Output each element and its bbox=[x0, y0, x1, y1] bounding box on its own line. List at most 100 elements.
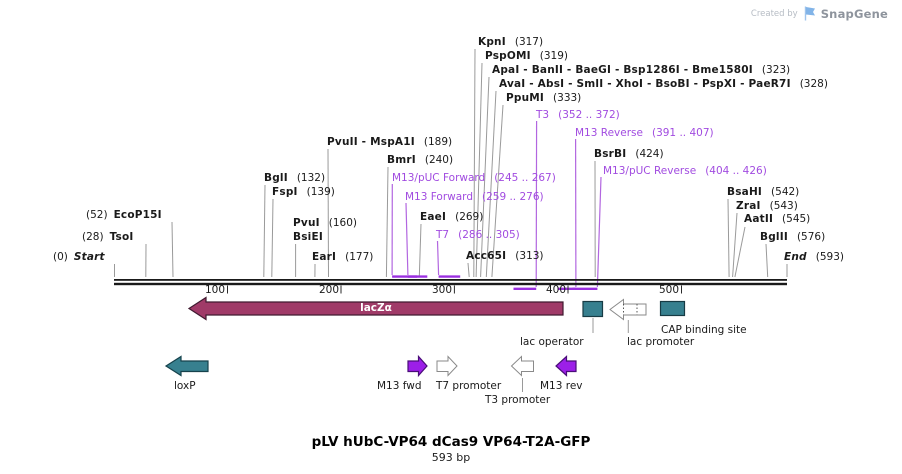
primer-label-m13puc-forward: M13/pUC Forward(245 .. 267) bbox=[392, 172, 556, 184]
map-start-label: (0) Start bbox=[53, 251, 105, 263]
t7-promoter-label: T7 promoter bbox=[436, 380, 502, 392]
loxp-label: loxP bbox=[174, 380, 196, 392]
site-label-ppumi: PpuMI(333) bbox=[506, 92, 581, 104]
enzyme-name: BsaHI bbox=[727, 186, 763, 198]
enzyme-leader-lines bbox=[114, 48, 788, 278]
plasmid-title: pLV hUbC-VP64 dCas9 VP64-T2A-GFP bbox=[311, 434, 591, 450]
enzyme-pos: (177) bbox=[345, 251, 374, 263]
end-name: End bbox=[784, 251, 807, 263]
site-label-tsoi: (28) TsoI bbox=[82, 231, 134, 243]
enzyme-name: EaeI bbox=[420, 211, 447, 223]
enzyme-pos: (328) bbox=[799, 78, 828, 90]
enzyme-pos: (132) bbox=[296, 172, 326, 184]
site-label-pvui: PvuI (160) bbox=[293, 217, 357, 229]
site-label-eari: EarI (177) bbox=[312, 251, 373, 263]
enzyme-name: BmrI bbox=[387, 154, 416, 166]
leader-line bbox=[732, 212, 738, 278]
sequence-ruler bbox=[114, 279, 787, 294]
site-label-bgli: BglI (132) bbox=[264, 172, 325, 184]
site-label-bglii: BglII (576) bbox=[760, 231, 825, 243]
t3-promoter-label: T3 promoter bbox=[485, 394, 551, 406]
enzyme-name: EcoP15I bbox=[113, 209, 162, 221]
leader-line bbox=[485, 90, 497, 278]
site-label-zrai: ZraI (543) bbox=[736, 200, 798, 212]
enzyme-name: TsoI bbox=[109, 231, 134, 243]
enzyme-pos: (545) bbox=[782, 213, 811, 225]
leader-line bbox=[480, 76, 490, 278]
ruler-number-200: 200 bbox=[318, 284, 339, 296]
enzyme-pos: (189) bbox=[423, 136, 453, 148]
enzyme-pos: (542) bbox=[771, 186, 800, 198]
leader-line bbox=[467, 262, 470, 278]
enzyme-name: PvuII - MspA1I bbox=[327, 136, 415, 148]
leader-line bbox=[475, 62, 483, 278]
enzyme-pos: (424) bbox=[635, 148, 664, 160]
primer-range: (391 .. 407) bbox=[651, 127, 714, 139]
lac-promoter-arrow bbox=[609, 298, 647, 321]
enzyme-pos: (52) bbox=[86, 209, 108, 221]
primer-name: M13 Forward bbox=[405, 191, 473, 203]
primer-name: M13 Reverse bbox=[575, 127, 643, 139]
primer-range: (404 .. 426) bbox=[705, 165, 767, 177]
enzyme-name: AvaI - AbsI - SmlI - XhoI - BsoBI - PspX… bbox=[499, 78, 791, 90]
site-label-pspomi: PspOMI(319) bbox=[485, 50, 568, 62]
map-title-block: pLV hUbC-VP64 dCas9 VP64-T2A-GFP 593 bp bbox=[0, 434, 902, 465]
enzyme-pos: (28) bbox=[82, 231, 104, 243]
leader-line bbox=[734, 226, 746, 278]
created-by-text: Created by bbox=[750, 8, 798, 19]
enzyme-name: KpnI bbox=[478, 36, 506, 48]
site-label-apai-group: ApaI - BanII - BaeGI - Bsp1286I - Bme158… bbox=[492, 64, 790, 76]
snapgene-branding: Created by SnapGene bbox=[751, 6, 888, 21]
enzyme-name: BglII bbox=[760, 231, 788, 243]
enzyme-pos: (160) bbox=[328, 217, 357, 229]
site-label-bsahi: BsaHI (542) bbox=[727, 186, 799, 198]
site-label-pvuii-mspa1i: PvuII - MspA1I (189) bbox=[327, 136, 452, 148]
primer-leader-line bbox=[405, 202, 409, 276]
site-label-bsrbi: BsrBI (424) bbox=[594, 148, 664, 160]
leader-line bbox=[271, 198, 274, 278]
start-pos: (0) bbox=[53, 251, 68, 263]
primer-name: T7 bbox=[436, 229, 450, 241]
primer-label-t7: T7 (286 .. 305) bbox=[436, 229, 520, 241]
enzyme-name: PvuI bbox=[293, 217, 320, 229]
enzyme-pos: (576) bbox=[796, 231, 826, 243]
leader-line bbox=[473, 48, 476, 278]
enzyme-name: AatII bbox=[744, 213, 774, 225]
primer-label-t3: T3(352 .. 372) bbox=[536, 109, 620, 121]
start-name: Start bbox=[73, 251, 105, 263]
site-label-kpni: KpnI(317) bbox=[478, 36, 543, 48]
site-label-acc65i: Acc65I(313) bbox=[466, 250, 544, 262]
primer-range: (286 .. 305) bbox=[458, 229, 520, 241]
enzyme-name: ZraI bbox=[736, 200, 761, 212]
ruler-number-300: 300 bbox=[431, 284, 452, 296]
site-label-fspi: FspI(139) bbox=[272, 186, 335, 198]
enzyme-pos: (543) bbox=[769, 200, 798, 212]
ruler-number-500: 500 bbox=[658, 284, 679, 296]
t7-promoter-arrow bbox=[436, 355, 458, 377]
ruler-line-bottom bbox=[114, 282, 787, 286]
ruler-line-top bbox=[114, 279, 787, 281]
lac-promoter-label: lac promoter bbox=[627, 336, 695, 348]
primer-range: (352 .. 372) bbox=[558, 109, 620, 121]
enzyme-name: EarI bbox=[312, 251, 337, 263]
enzyme-name: BglI bbox=[264, 172, 288, 184]
cap-binding-site-box bbox=[659, 300, 686, 317]
m13-fwd-arrow bbox=[407, 354, 428, 378]
plasmid-length: 593 bp bbox=[431, 451, 471, 464]
leader-line bbox=[327, 148, 329, 278]
enzyme-name: BsrBI bbox=[594, 148, 627, 160]
primer-range: (245 .. 267) bbox=[494, 172, 556, 184]
enzyme-pos: (313) bbox=[515, 250, 544, 262]
site-label-ecop15i: (52) EcoP15I bbox=[86, 209, 162, 221]
site-label-bmri: BmrI(240) bbox=[387, 154, 453, 166]
leader-line bbox=[385, 166, 389, 278]
enzyme-name: ApaI - BanII - BaeGI - Bsp1286I - Bme158… bbox=[492, 64, 753, 76]
primer-leader-line bbox=[436, 240, 440, 276]
leader-line bbox=[727, 198, 730, 278]
enzyme-name: PspOMI bbox=[485, 50, 531, 62]
primer-segments bbox=[392, 275, 598, 290]
ruler-number-100: 100 bbox=[204, 284, 225, 296]
m13-fwd-label: M13 fwd bbox=[377, 380, 422, 392]
